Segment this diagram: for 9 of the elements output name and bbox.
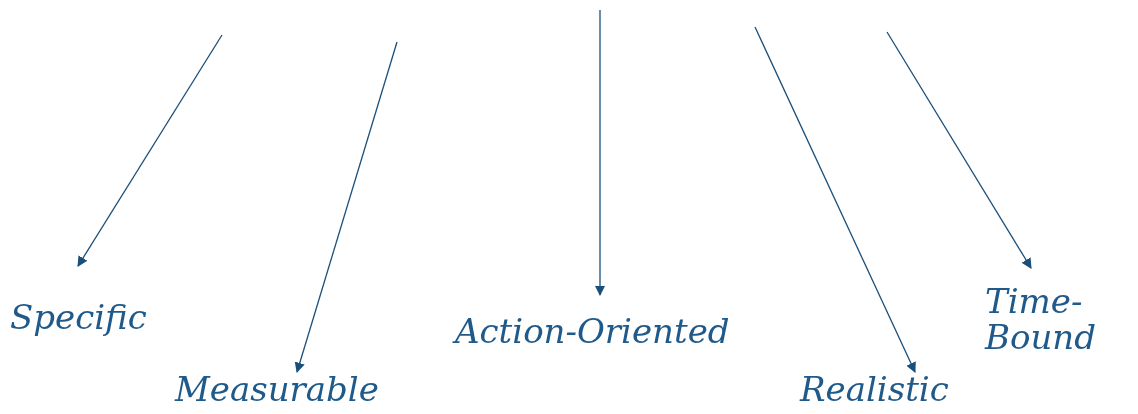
arrow	[294, 41, 398, 373]
term-label: Specific	[10, 300, 147, 336]
arrow	[594, 9, 606, 297]
arrow	[886, 31, 1032, 269]
term-label: Time-Bound	[985, 284, 1135, 356]
term-label: Realistic	[800, 372, 949, 408]
arrow	[77, 34, 223, 267]
arrow	[754, 26, 916, 373]
term-label: Measurable	[175, 372, 379, 408]
